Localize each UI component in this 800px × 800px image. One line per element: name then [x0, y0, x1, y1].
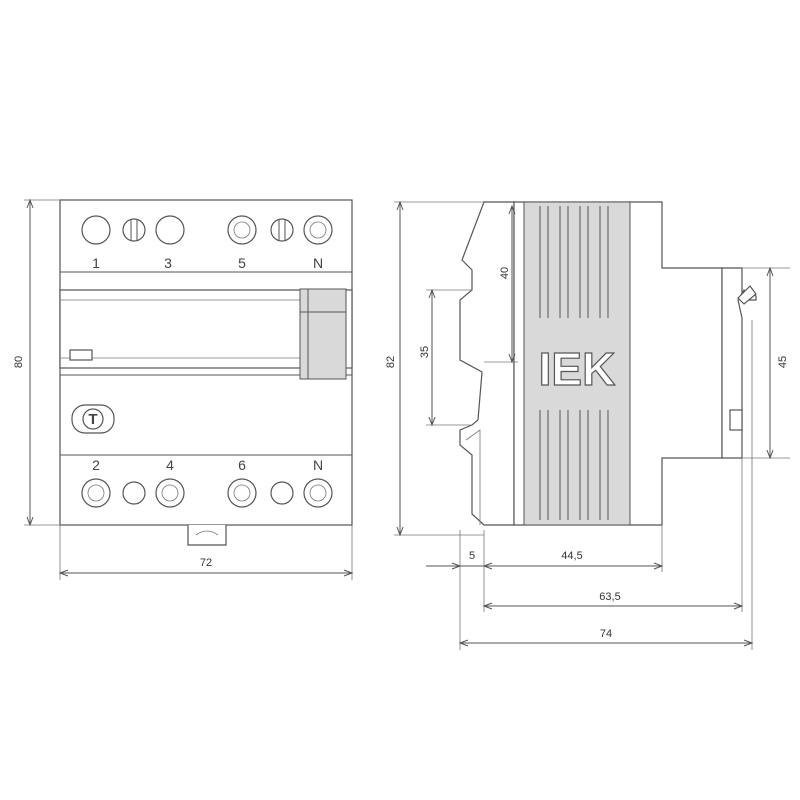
terminal-label-4: 4 — [166, 457, 174, 473]
dim-63-5: 63,5 — [599, 591, 620, 603]
terminal-label-n-top: N — [313, 255, 323, 271]
iek-logo: IEK — [539, 343, 616, 395]
terminal-screw-slot — [122, 218, 146, 242]
handle-tip — [737, 285, 757, 305]
terminal-hole-1 — [81, 215, 111, 245]
dim-45: 45 — [777, 356, 789, 368]
dim-74: 74 — [600, 628, 612, 640]
terminal-screw-5 — [227, 215, 257, 245]
terminal-screw-n-bottom — [303, 478, 333, 508]
dim-height-80: 80 — [13, 356, 25, 368]
dim-40: 40 — [499, 267, 511, 279]
test-button-label: T — [88, 411, 97, 428]
terminal-screw-4 — [155, 478, 185, 508]
din-clip — [187, 525, 227, 546]
front-view: 1 3 5 N T 2 4 6 N 80 — [13, 198, 354, 580]
terminal-label-n-bottom: N — [313, 457, 323, 473]
terminal-hole-3 — [155, 215, 185, 245]
terminal-screw-6 — [227, 478, 257, 508]
side-clip-right — [729, 409, 743, 431]
side-left-profile — [459, 201, 515, 526]
dim-width-72: 72 — [200, 557, 212, 569]
terminal-screw-2 — [81, 478, 111, 508]
status-indicator — [69, 349, 93, 361]
toggle-handle — [299, 288, 347, 380]
dim-35: 35 — [419, 346, 431, 358]
ribs-bottom — [539, 410, 609, 520]
dim-5: 5 — [469, 550, 475, 562]
ribs-top — [539, 206, 609, 318]
terminal-screw-slot-2 — [270, 218, 294, 242]
dim-height-82: 82 — [385, 356, 397, 368]
terminal-screw-n-top — [303, 215, 333, 245]
terminal-hole-bottom-2 — [270, 481, 294, 505]
terminal-hole-bottom — [122, 481, 146, 505]
terminal-label-6: 6 — [238, 457, 246, 473]
test-button-inner — [82, 408, 104, 430]
side-view: IEK 82 35 40 45 — [385, 200, 790, 650]
terminal-label-2: 2 — [92, 457, 100, 473]
terminal-label-5: 5 — [238, 255, 246, 271]
terminal-label-3: 3 — [164, 255, 172, 271]
terminal-label-1: 1 — [92, 255, 100, 271]
dim-44-5: 44,5 — [561, 550, 582, 562]
